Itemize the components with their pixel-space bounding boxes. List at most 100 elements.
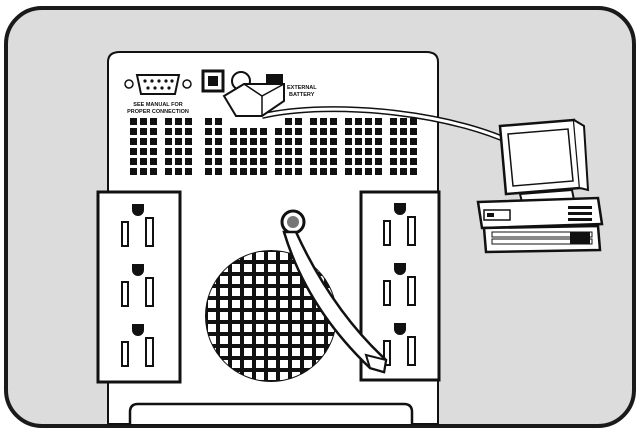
vent-slot (140, 138, 147, 145)
fan-hole (232, 336, 240, 344)
fan-hole (208, 336, 216, 344)
fan-hole (316, 324, 324, 332)
vent-slot (310, 138, 317, 145)
fan-hole (256, 252, 264, 260)
fan-hole (256, 336, 264, 344)
vent-slot (355, 158, 362, 165)
vent-slot (355, 148, 362, 155)
vent-slot (345, 148, 352, 155)
vent-slot (330, 168, 337, 175)
fan-hole (328, 324, 336, 332)
fan-hole (280, 252, 288, 260)
battery-port-label-line2: BATTERY (289, 92, 315, 98)
fan-hole (244, 336, 252, 344)
vent-slot (320, 168, 327, 175)
vent-slot (260, 168, 267, 175)
vent-slot (185, 168, 192, 175)
vent-slot (330, 158, 337, 165)
fan-hole (280, 324, 288, 332)
fan-hole (232, 264, 240, 272)
vent-slot (375, 138, 382, 145)
vent-slot (295, 168, 302, 175)
vent-slot (355, 128, 362, 135)
vent-slot (355, 118, 362, 125)
serial-cable (261, 106, 528, 153)
fan-hole (220, 288, 228, 296)
vent-slot (285, 158, 292, 165)
fan-hole (304, 336, 312, 344)
vent-slot (410, 138, 417, 145)
vent-slot (140, 158, 147, 165)
vent-slot (140, 148, 147, 155)
vent-slot (150, 118, 157, 125)
power-outlet-icon (383, 203, 416, 246)
fan-hole (280, 312, 288, 320)
vent-slot (230, 138, 237, 145)
vent-slot (175, 158, 182, 165)
vent-slot (215, 138, 222, 145)
vent-slot (175, 118, 182, 125)
fan-hole (292, 336, 300, 344)
fan-hole (268, 264, 276, 272)
power-outlet-icon (383, 263, 416, 306)
fan-hole (280, 288, 288, 296)
vent-slot (295, 158, 302, 165)
fan-hole (208, 312, 216, 320)
fan-hole (256, 276, 264, 284)
fan-hole (280, 372, 288, 380)
fan-hole (244, 264, 252, 272)
vent-slot (165, 118, 172, 125)
vent-slot (275, 148, 282, 155)
fan-hole (220, 276, 228, 284)
left-outlet-plate (96, 190, 182, 384)
vent-slot (260, 148, 267, 155)
vent-slot (205, 128, 212, 135)
vent-slot (345, 138, 352, 145)
vent-slot (330, 148, 337, 155)
vent-slot (215, 118, 222, 125)
fan-hole (292, 348, 300, 356)
fan-hole (268, 348, 276, 356)
vent-slot (250, 128, 257, 135)
fan-hole (232, 276, 240, 284)
fan-hole (292, 324, 300, 332)
vent-slot (130, 118, 137, 125)
vent-slot (140, 168, 147, 175)
vent-slot (330, 138, 337, 145)
vent-slot (140, 128, 147, 135)
vent-slot (375, 168, 382, 175)
vent-slot (215, 148, 222, 155)
vent-slot (150, 138, 157, 145)
fan-hole (292, 372, 300, 380)
vent-slot (185, 138, 192, 145)
fan-hole (244, 276, 252, 284)
vent-slot (205, 138, 212, 145)
vent-slot (410, 148, 417, 155)
vent-slot (310, 168, 317, 175)
fan-hole (208, 288, 216, 296)
vent-slot (260, 158, 267, 165)
vent-slot (365, 158, 372, 165)
power-cord-icon (280, 209, 388, 374)
vent-slot (205, 158, 212, 165)
fan-hole (220, 336, 228, 344)
vent-slot (275, 168, 282, 175)
vent-slot (390, 158, 397, 165)
vent-slot (400, 128, 407, 135)
vent-slot (185, 148, 192, 155)
battery-port (266, 74, 283, 84)
vent-slot (390, 168, 397, 175)
fan-hole (304, 348, 312, 356)
vent-slot (285, 138, 292, 145)
vent-slot (205, 118, 212, 125)
serial-plug (222, 83, 285, 117)
vent-slot (400, 118, 407, 125)
vent-slot (240, 168, 247, 175)
vent-slot (375, 148, 382, 155)
vent-slot (275, 128, 282, 135)
vent-slot (205, 168, 212, 175)
vent-slot (130, 128, 137, 135)
fan-hole (220, 348, 228, 356)
vent-slot (345, 158, 352, 165)
fan-hole (208, 300, 216, 308)
